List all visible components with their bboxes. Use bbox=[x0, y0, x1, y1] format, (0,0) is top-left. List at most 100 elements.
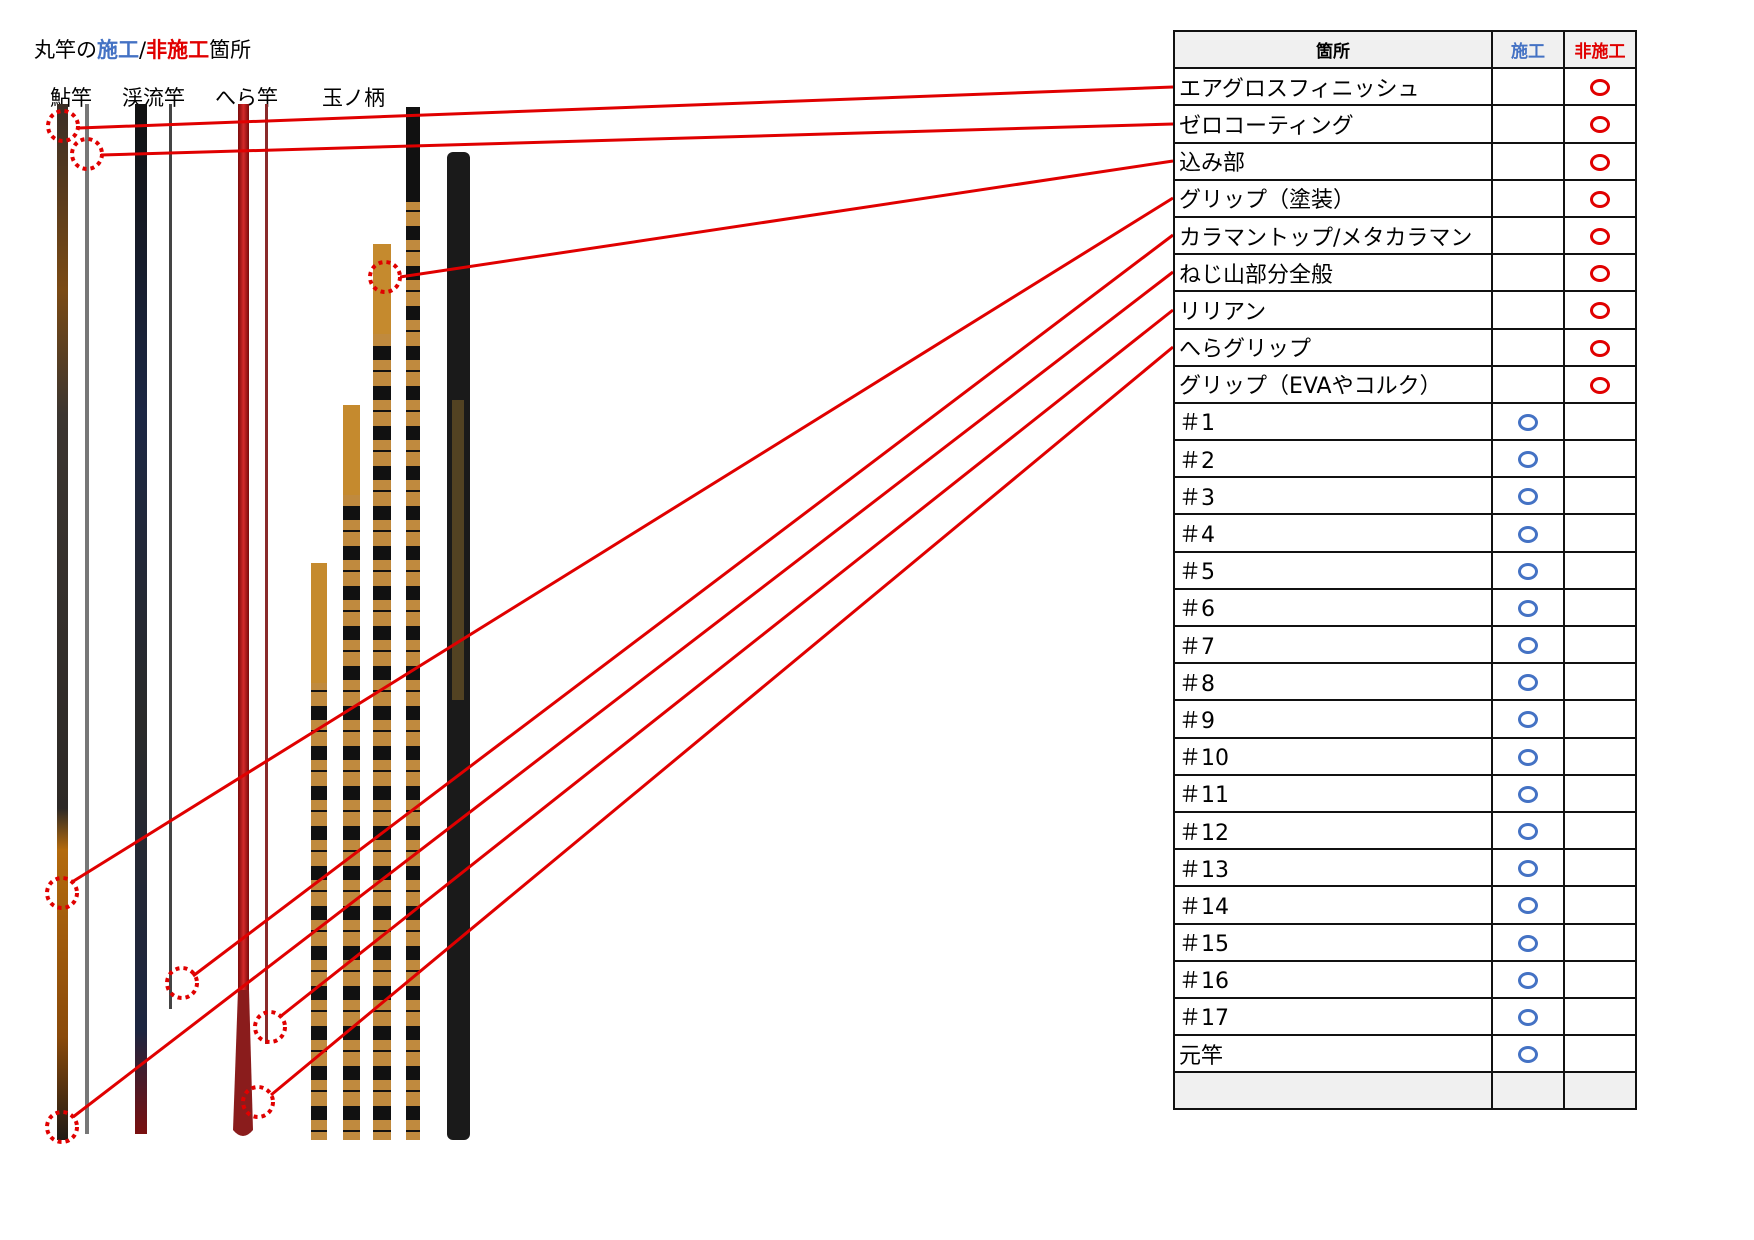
header-not-applied: 非施工 bbox=[1563, 29, 1637, 70]
ayu-rod-tip bbox=[85, 104, 89, 1134]
applied-cell bbox=[1491, 587, 1565, 628]
circle-mark-icon bbox=[1590, 190, 1610, 208]
location-cell: ねじ山部分全般 bbox=[1173, 253, 1493, 293]
circle-mark-icon bbox=[1518, 637, 1538, 655]
location-cell: ゼロコーティング bbox=[1173, 104, 1493, 144]
circle-mark-icon bbox=[1518, 488, 1538, 506]
not-applied-cell bbox=[1563, 401, 1637, 442]
location-cell: ＃7 bbox=[1173, 624, 1493, 665]
location-cell: ＃12 bbox=[1173, 810, 1493, 851]
category-landing-net-handle: 玉ノ柄 bbox=[322, 86, 385, 110]
circle-mark-icon bbox=[1590, 79, 1610, 97]
table-row: エアグロスフィニッシュ bbox=[1173, 67, 1637, 107]
marker-circle bbox=[45, 1110, 79, 1144]
location-cell: リリアン bbox=[1173, 290, 1493, 330]
not-applied-cell bbox=[1563, 959, 1637, 999]
leader-line-zero-coating bbox=[100, 122, 1174, 157]
not-applied-cell bbox=[1563, 327, 1637, 367]
location-cell: 元竿 bbox=[1173, 1034, 1493, 1074]
applied-cell bbox=[1491, 885, 1565, 925]
circle-mark-icon bbox=[1518, 748, 1538, 766]
treatment-table: 箇所 施工 非施工 エアグロスフィニッシュゼロコーティング込み部グリップ（塗装）… bbox=[1173, 29, 1637, 1111]
circle-mark-icon bbox=[1590, 265, 1610, 283]
title-prefix: 丸竿の bbox=[34, 38, 97, 62]
not-applied-cell bbox=[1563, 513, 1637, 553]
table-row: ＃16 bbox=[1173, 959, 1637, 999]
location-cell: 込み部 bbox=[1173, 141, 1493, 181]
circle-mark-icon bbox=[1590, 153, 1610, 171]
not-applied-cell bbox=[1563, 476, 1637, 516]
table-row: ＃4 bbox=[1173, 513, 1637, 553]
circle-mark-icon bbox=[1518, 823, 1538, 841]
table-row: グリップ（EVAやコルク） bbox=[1173, 364, 1637, 404]
circle-mark-icon bbox=[1590, 116, 1610, 134]
table-row: ＃8 bbox=[1173, 662, 1637, 702]
applied-cell bbox=[1491, 550, 1565, 590]
header-applied: 施工 bbox=[1491, 29, 1565, 70]
page-title: 丸竿の施工/非施工箇所 bbox=[34, 34, 251, 64]
hera-rod-grip bbox=[233, 990, 253, 1136]
applied-cell bbox=[1491, 215, 1565, 256]
marker-circle bbox=[45, 876, 79, 910]
applied-cell bbox=[1491, 364, 1565, 404]
table-row: 元竿 bbox=[1173, 1034, 1637, 1074]
table-row: ＃17 bbox=[1173, 996, 1637, 1037]
tamanoe-segment-1 bbox=[311, 563, 327, 1140]
table-row: ゼロコーティング bbox=[1173, 104, 1637, 144]
location-cell: ＃3 bbox=[1173, 476, 1493, 516]
location-cell: グリップ（塗装） bbox=[1173, 178, 1493, 218]
location-cell bbox=[1173, 1071, 1493, 1111]
table-row: ＃12 bbox=[1173, 810, 1637, 851]
applied-cell bbox=[1491, 253, 1565, 293]
title-slash: / bbox=[139, 38, 147, 62]
table-row: へらグリップ bbox=[1173, 327, 1637, 367]
not-applied-cell bbox=[1563, 290, 1637, 330]
table-row: ＃11 bbox=[1173, 773, 1637, 813]
applied-cell bbox=[1491, 996, 1565, 1037]
category-mountain-stream-rod: 渓流竿 bbox=[122, 86, 185, 110]
applied-cell bbox=[1491, 401, 1565, 442]
applied-cell bbox=[1491, 513, 1565, 553]
location-cell: ＃8 bbox=[1173, 662, 1493, 702]
circle-mark-icon bbox=[1518, 860, 1538, 878]
title-not-applied: 非施工 bbox=[146, 38, 210, 62]
leader-line-karaman-top bbox=[192, 233, 1174, 978]
table-row: ＃9 bbox=[1173, 699, 1637, 739]
marker-circle bbox=[165, 966, 199, 1000]
location-cell: ＃1 bbox=[1173, 401, 1493, 442]
not-applied-cell bbox=[1563, 364, 1637, 404]
not-applied-cell bbox=[1563, 439, 1637, 479]
location-cell: ＃15 bbox=[1173, 922, 1493, 962]
not-applied-cell bbox=[1563, 104, 1637, 144]
leader-line-grip-painted bbox=[71, 196, 1174, 884]
applied-cell bbox=[1491, 290, 1565, 330]
leader-line-hera-grip bbox=[270, 345, 1174, 1097]
table-row: ＃14 bbox=[1173, 885, 1637, 925]
not-applied-cell bbox=[1563, 1071, 1637, 1111]
applied-cell bbox=[1491, 104, 1565, 144]
table-row: ＃7 bbox=[1173, 624, 1637, 665]
applied-cell bbox=[1491, 1071, 1565, 1111]
circle-mark-icon bbox=[1518, 711, 1538, 729]
applied-cell bbox=[1491, 922, 1565, 962]
hera-rod-tip bbox=[265, 104, 268, 1044]
not-applied-cell bbox=[1563, 996, 1637, 1037]
table-row: ＃5 bbox=[1173, 550, 1637, 590]
not-applied-cell bbox=[1563, 773, 1637, 813]
applied-cell bbox=[1491, 439, 1565, 479]
circle-mark-icon bbox=[1518, 562, 1538, 580]
not-applied-cell bbox=[1563, 699, 1637, 739]
circle-mark-icon bbox=[1590, 228, 1610, 246]
keiryu-rod-tip bbox=[169, 104, 172, 1009]
circle-mark-icon bbox=[1518, 897, 1538, 915]
keiryu-rod-main bbox=[135, 104, 147, 1134]
applied-cell bbox=[1491, 327, 1565, 367]
marker-circle bbox=[70, 137, 104, 171]
applied-cell bbox=[1491, 662, 1565, 702]
applied-cell bbox=[1491, 699, 1565, 739]
not-applied-cell bbox=[1563, 178, 1637, 218]
circle-mark-icon bbox=[1518, 413, 1538, 431]
table-row: ねじ山部分全般 bbox=[1173, 253, 1637, 293]
location-cell: エアグロスフィニッシュ bbox=[1173, 67, 1493, 107]
